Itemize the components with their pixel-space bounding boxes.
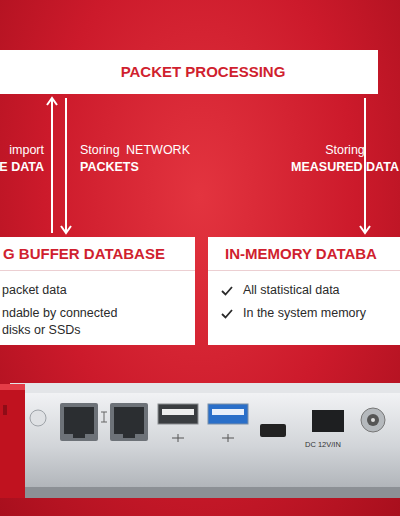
bullet-text: packet data — [2, 282, 132, 299]
flow-arrow — [61, 98, 71, 233]
arrow-head — [47, 98, 57, 105]
arrow-label: Storing NETWORK PACKETS — [80, 142, 209, 176]
usb-tongue — [212, 409, 244, 415]
device-body — [10, 393, 400, 489]
check-stroke — [222, 287, 232, 295]
box-title: IN-MEMORY DATABA — [225, 245, 377, 263]
device-base — [10, 487, 400, 498]
ethernet-socket — [114, 407, 144, 434]
arrow-head — [360, 226, 370, 233]
check-mark — [221, 309, 233, 319]
arrow-label: Storing MEASURED DATA — [290, 142, 400, 176]
check-mark — [221, 286, 233, 296]
ethernet-notch — [73, 434, 85, 438]
header-rule — [0, 270, 195, 271]
ethernet-port — [110, 403, 148, 441]
box-title: G BUFFER DATABASE — [3, 245, 165, 263]
port-label: DC 12V/IN — [305, 440, 341, 449]
band-title: PACKET PROCESSING — [0, 50, 378, 94]
arrow-label: import E DATA — [0, 142, 44, 176]
check-stroke — [222, 310, 232, 318]
process-band: PACKET PROCESSING — [0, 50, 378, 94]
power-jack-inner — [367, 414, 379, 426]
power-jack-pin — [371, 418, 375, 422]
device-top — [10, 383, 400, 394]
cap-screw — [3, 405, 7, 415]
ethernet-port — [60, 403, 98, 441]
usb-icon — [172, 434, 184, 442]
dc-block — [312, 410, 344, 432]
header-rule — [208, 270, 400, 271]
device-cap — [0, 384, 25, 498]
bullet-text: All statistical data — [243, 282, 393, 299]
usb3-port — [208, 404, 248, 424]
bullet-text: In the system memory — [243, 305, 393, 322]
usb-tongue — [162, 409, 194, 415]
arrow-head — [61, 226, 71, 233]
database-box: G BUFFER DATABASE packet data ndable by co… — [0, 237, 195, 345]
bullet-text: ndable by connected disks or SSDs — [2, 305, 132, 339]
flow-arrow — [47, 98, 57, 233]
power-jack — [361, 408, 385, 432]
reset-button — [30, 410, 46, 426]
ethernet-notch — [123, 434, 135, 438]
hdmi-port — [260, 424, 286, 437]
network-icon — [101, 412, 107, 422]
arrow-shaft — [51, 98, 53, 233]
database-box: IN-MEMORY DATABA All statistical data In t… — [208, 237, 400, 345]
usb-port — [158, 404, 198, 424]
usb-icon — [222, 434, 234, 442]
device-cap-edge — [0, 384, 25, 390]
ethernet-socket — [64, 407, 94, 434]
arrow-shaft — [65, 98, 67, 233]
